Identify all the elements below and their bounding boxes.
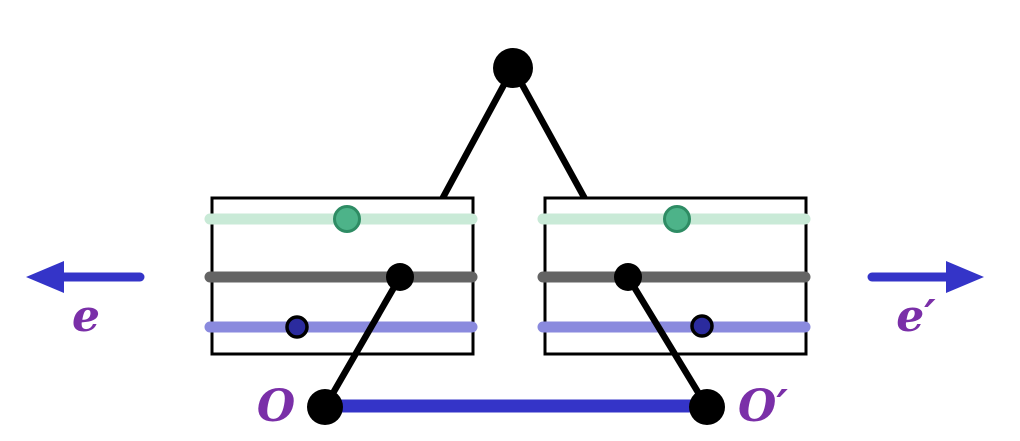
right-origin-edge xyxy=(625,275,710,409)
label-origin-O: O xyxy=(257,381,295,432)
left-origin-edge xyxy=(322,275,403,409)
label-e-prime: e′ xyxy=(896,291,936,342)
right-black-node xyxy=(614,263,642,291)
right-arrow-head xyxy=(946,261,984,293)
right-navy-dot xyxy=(690,314,714,338)
label-origin-O-prime: O′ xyxy=(738,381,788,432)
left-teal-dot xyxy=(333,205,361,233)
apex-node-dot xyxy=(493,48,533,88)
left-arrow-head xyxy=(26,261,64,293)
left-black-node xyxy=(386,263,414,291)
label-e: e xyxy=(72,291,100,342)
right-arrow xyxy=(867,261,984,293)
right-teal-dot xyxy=(663,205,691,233)
origin-right-dot xyxy=(689,389,725,425)
left-arrow xyxy=(26,261,145,293)
origin-left-dot xyxy=(307,389,343,425)
left-navy-dot xyxy=(285,315,309,339)
